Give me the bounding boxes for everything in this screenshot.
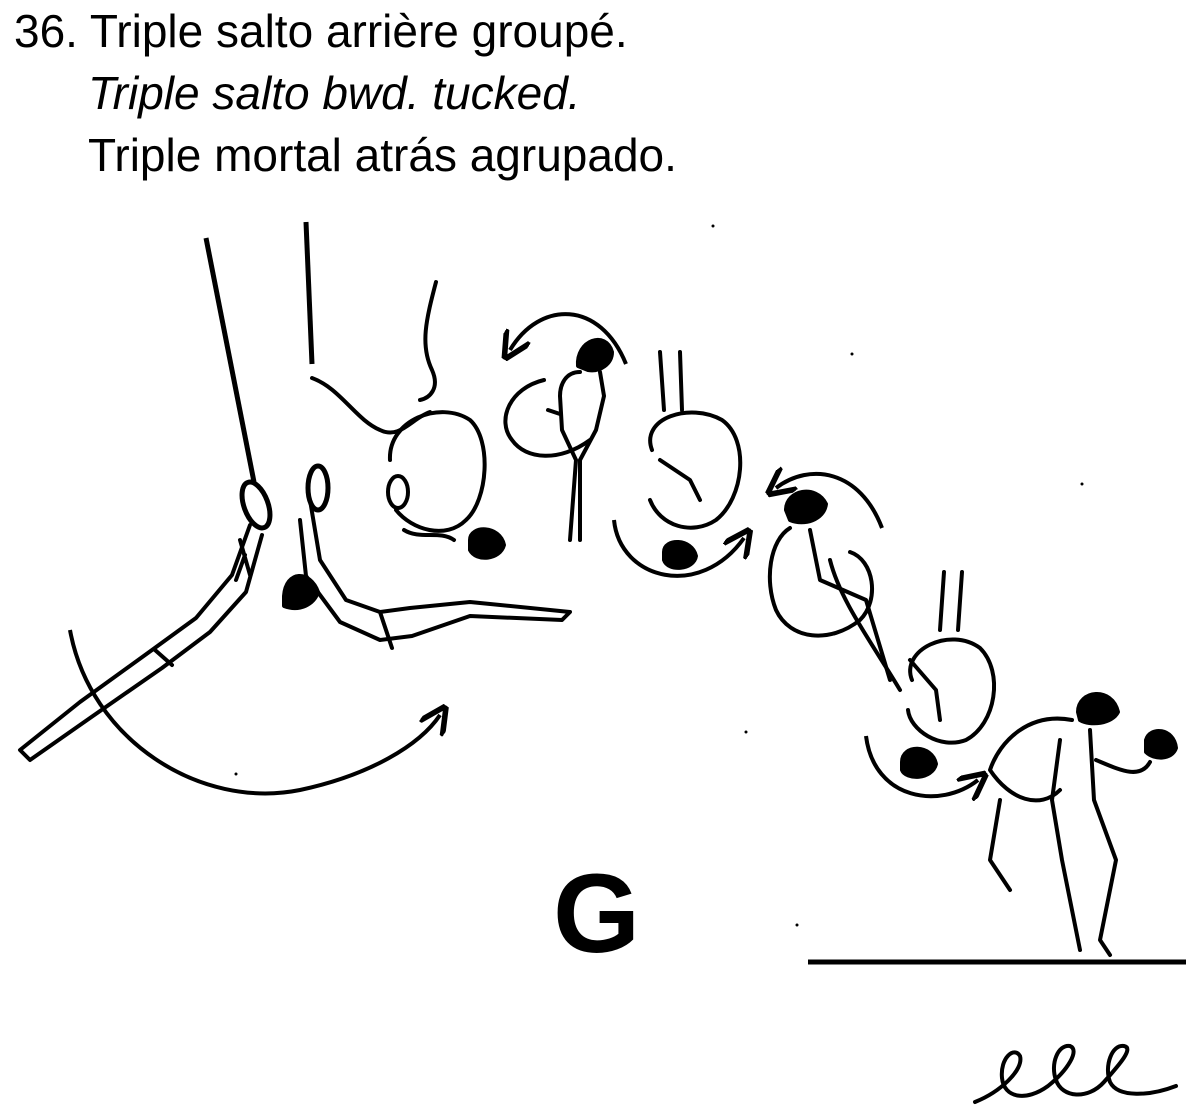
gymnast-swing <box>18 523 264 762</box>
rotation-arrow-1 <box>510 312 628 364</box>
triple-salto-symbol <box>973 1043 1178 1104</box>
element-title-fr: 36. Triple salto arrière groupé. <box>14 5 628 57</box>
swing-arc-arrow <box>68 629 440 796</box>
cable-left <box>203 237 257 483</box>
element-caption: 36. Triple salto arrière groupé. Triple … <box>14 0 914 186</box>
ring-left <box>239 479 273 531</box>
gymnast-release <box>282 498 572 650</box>
gymnast-tuck-3 <box>767 489 902 692</box>
rotation-arrow-3 <box>776 474 884 529</box>
scan-dots <box>234 224 1084 927</box>
gymnast-tuck-2 <box>648 350 743 570</box>
cable-right <box>303 221 315 365</box>
rotation-arrow-2 <box>612 519 744 578</box>
gymnast-tuck-4 <box>900 570 996 779</box>
element-title-en: Triple salto bwd. tucked. <box>88 67 581 119</box>
rings <box>239 463 331 531</box>
element-title-es: Triple mortal atrás agrupado. <box>88 129 677 181</box>
difficulty-value: G <box>553 851 641 976</box>
gymnast-landing <box>988 692 1178 957</box>
ring-cables <box>203 221 315 483</box>
rotation-arrow-4 <box>864 735 978 796</box>
gymnast-tuck-1 <box>503 338 614 542</box>
gymnast-rotation-1 <box>310 280 506 560</box>
ring-right <box>305 463 331 513</box>
